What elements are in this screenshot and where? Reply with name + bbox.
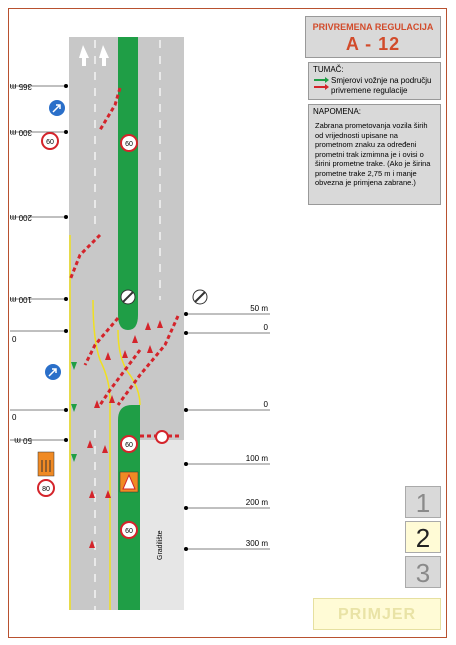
left-distance-label: 0 [12,413,17,422]
note-body: Zabrana prometovanja vozila širih od vri… [315,121,431,187]
right-distance-labels: 50 m 0 0 100 m 200 m 300 m [246,304,269,548]
page-button-3[interactable]: 3 [405,556,441,588]
end-restriction-sign [120,289,136,305]
left-distance-label: 200 m [9,213,32,222]
direction-arrows-icon [314,77,329,90]
speed-limit-sign: 60 [120,134,138,152]
page-button-2[interactable]: 2 [405,521,441,553]
left-distance-label: 300 m [9,128,32,137]
note-box: NAPOMENA: Zabrana prometovanja vozila ši… [308,104,441,205]
no-entry-sign [155,430,169,444]
left-distance-labels: 365 m 300 m 200 m 100 m 0 0 50 m [9,82,32,445]
example-button[interactable]: PRIMJER [313,598,441,630]
right-distance-label: 100 m [246,454,269,463]
speed-limit-sign: 60 [41,132,59,150]
left-distance-label: 50 m [14,436,32,445]
green-arrows [71,362,77,462]
speed-limit-sign: 60 [120,435,138,453]
lane-closure-sign [37,451,55,477]
right-distance-label: 200 m [246,498,269,507]
svg-text:80: 80 [42,486,50,493]
note-heading: NAPOMENA: [313,107,362,116]
road-works-sign [119,471,139,493]
speed-limit-sign: 80 [37,479,55,497]
right-distance-label: 300 m [246,539,269,548]
regulation-title: PRIVREMENA REGULACIJA [312,22,434,32]
left-distance-label: 0 [12,335,17,344]
barrier-line [98,87,122,131]
legend-heading: TUMAČ: [313,65,344,74]
mandatory-direction-sign [45,364,61,380]
legend-box: TUMAČ: Smjerovi vožnje na području privr… [308,62,441,100]
legend-text: Smjerovi vožnje na području privremene r… [331,76,432,95]
speed-limit-sign: 60 [120,521,138,539]
road-arrows [79,45,109,66]
barrier-line [83,317,120,366]
right-distance-ticks [186,313,270,550]
svg-text:60: 60 [125,141,133,148]
barrier-line [116,315,180,406]
left-distance-ticks [10,85,66,441]
median-lower [118,405,140,610]
svg-text:60: 60 [125,442,133,449]
mandatory-direction-sign [49,100,65,116]
barrier-line [68,233,102,281]
left-distance-dots [64,84,68,442]
red-arrows [87,320,163,548]
yellow-marking [117,329,141,406]
barrier-line [98,349,142,406]
work-zone-surface [140,440,184,610]
page-button-1[interactable]: 1 [405,486,441,518]
end-restriction-sign [192,289,208,305]
svg-text:60: 60 [125,528,133,535]
left-distance-label: 365 m [9,82,32,91]
title-box: PRIVREMENA REGULACIJA A - 12 [305,16,441,58]
median-upper [118,37,138,330]
regulation-code: A - 12 [345,34,401,54]
svg-text:60: 60 [46,139,54,146]
right-distance-label: 0 [264,323,269,332]
left-distance-label: 100 m [9,295,32,304]
right-distance-label: 50 m [250,304,268,313]
drawing-frame [8,8,447,638]
right-distance-dots [184,312,188,551]
right-distance-label: 0 [264,400,269,409]
work-zone-label: Gradilište [157,530,164,560]
